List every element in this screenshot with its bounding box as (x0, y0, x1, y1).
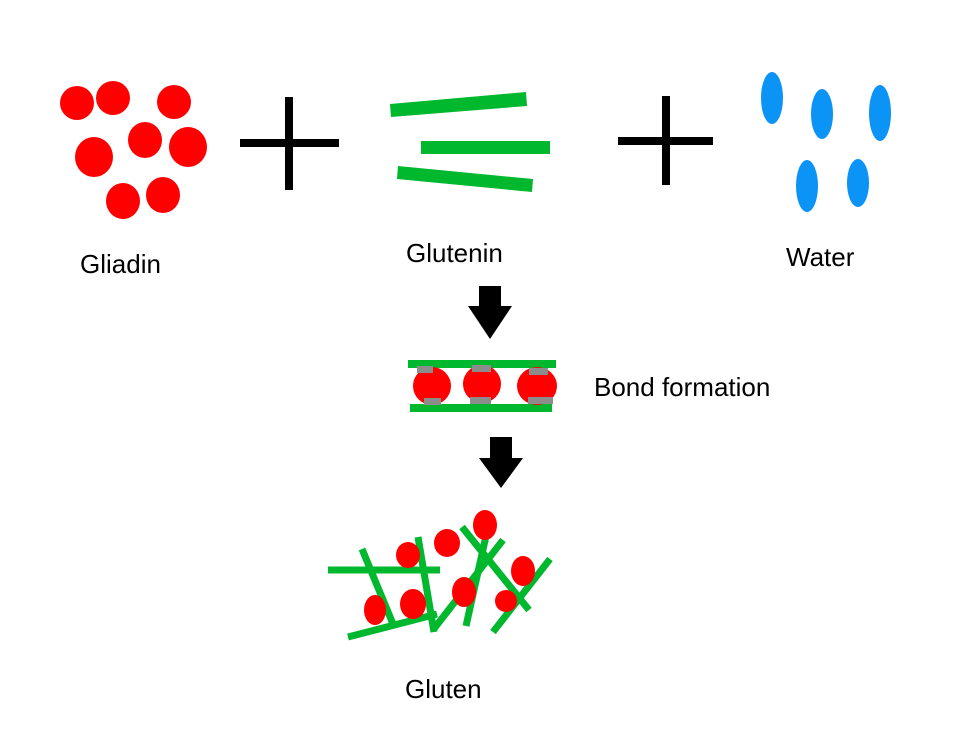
gluten-strand (347, 610, 438, 641)
glutenin-group (390, 92, 550, 192)
gliadin-molecule (511, 556, 535, 586)
gluten-strand (414, 536, 438, 633)
bond-formation-icon (408, 360, 557, 412)
down-arrow-icon (479, 437, 523, 488)
water-label: Water (786, 242, 855, 272)
gliadin-molecule (157, 85, 191, 119)
gliadin-molecule (364, 595, 386, 625)
glutenin-strand (421, 141, 550, 154)
water-group (761, 72, 891, 212)
gliadin-label: Gliadin (80, 249, 161, 279)
gliadin-molecule (60, 86, 94, 120)
bond-formation-label: Bond formation (594, 372, 770, 402)
gliadin-group (60, 81, 207, 219)
glutenin-label: Glutenin (406, 238, 503, 268)
water-molecule (811, 89, 833, 139)
bond-link (529, 368, 548, 375)
water-molecule (847, 159, 869, 207)
gliadin-molecule (452, 577, 476, 607)
gliadin-molecule (434, 529, 460, 557)
glutenin-strand (390, 92, 527, 117)
bond-link (528, 397, 553, 404)
gliadin-molecule (400, 589, 426, 619)
plus-icon (618, 96, 713, 185)
bond-link (472, 365, 491, 372)
down-arrow-icon (468, 286, 512, 339)
gliadin-molecule (473, 510, 497, 540)
gluten-strand (490, 556, 553, 635)
gliadin-molecule (495, 590, 517, 612)
gliadin-molecule (75, 137, 113, 177)
gliadin-molecule (517, 367, 557, 405)
plus-icon (240, 97, 339, 190)
gliadin-molecule (146, 177, 180, 213)
bond-link (470, 397, 491, 404)
bond-link (424, 398, 441, 405)
bond-link (417, 366, 433, 373)
gluten-label: Gluten (405, 674, 482, 704)
glutenin-strand (410, 404, 552, 412)
gliadin-molecule (396, 542, 420, 568)
gliadin-molecule (463, 365, 501, 403)
gliadin-molecule (96, 81, 130, 115)
gluten-network (328, 510, 553, 641)
gliadin-molecule (128, 122, 162, 158)
water-molecule (869, 85, 891, 141)
glutenin-strand-network (328, 524, 553, 641)
gliadin-molecule (413, 367, 451, 405)
glutenin-strand (408, 360, 556, 368)
gluten-strand (358, 547, 397, 626)
water-molecule (796, 160, 818, 212)
gluten-strand (462, 535, 490, 627)
water-molecule (761, 72, 783, 124)
glutenin-strand (397, 166, 533, 192)
gliadin-molecule (106, 183, 140, 219)
gliadin-molecule (169, 127, 207, 167)
